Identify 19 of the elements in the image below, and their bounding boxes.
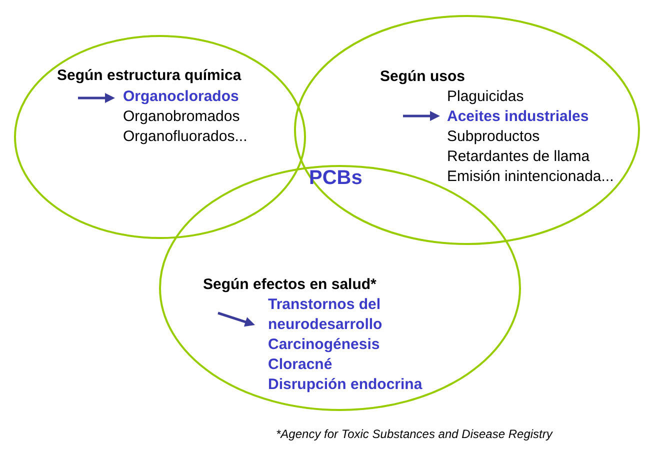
list-item: Retardantes de llama [447, 147, 590, 167]
list-item: Plaguicidas [447, 87, 524, 107]
list-item: Organoclorados [123, 87, 239, 107]
list-item: Emisión inintencionada... [447, 167, 614, 187]
category-heading: Según usos [380, 67, 466, 87]
list-item: Disrupción endocrina [268, 375, 422, 395]
list-item: Transtornos del neurodesarrollo [268, 295, 384, 335]
center-label: PCBs [309, 166, 362, 190]
list-item: Subproductos [447, 127, 540, 147]
footnote: *Agency for Toxic Substances and Disease Registry [276, 426, 552, 442]
venn-ellipse [13, 34, 307, 240]
list-item: Cloracné [268, 355, 332, 375]
list-item: Organobromados [123, 107, 240, 127]
venn-ellipse [293, 14, 641, 246]
category-heading: Según efectos en salud* [203, 275, 376, 295]
list-item: Carcinogénesis [268, 335, 380, 355]
list-item: Organofluorados... [123, 127, 248, 147]
category-heading: Según estructura química [57, 66, 242, 86]
list-item: Aceites industriales [447, 107, 589, 127]
